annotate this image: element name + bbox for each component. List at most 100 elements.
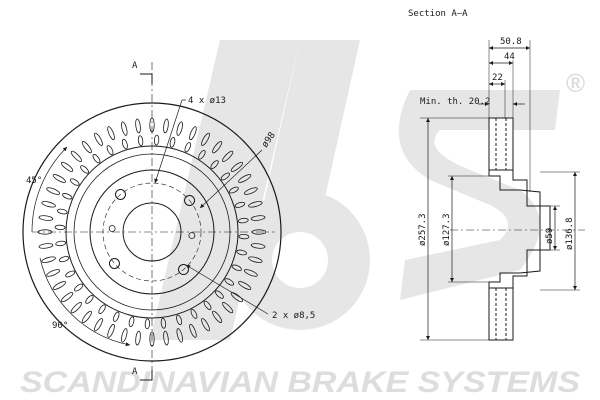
vent-slot: [113, 311, 120, 322]
vent-slot: [60, 292, 74, 303]
vent-slot: [243, 187, 258, 195]
hat-section: [89, 169, 215, 295]
vent-slot: [230, 161, 244, 172]
angle-90-label: 90°: [52, 321, 68, 331]
angle-45-label: 45°: [26, 176, 42, 186]
bolt-holes-label: 4 x ø13: [188, 96, 226, 106]
vent-slot: [149, 331, 155, 347]
registered-mark: ®: [566, 68, 585, 98]
small-holes-label: 2 x ø8,5: [272, 311, 315, 321]
ventilation-slots: [37, 117, 267, 347]
vent-slot: [52, 281, 66, 290]
vent-slot: [230, 292, 244, 303]
vent-slot: [92, 154, 101, 164]
vent-slot: [236, 249, 247, 256]
section-dimensions: [425, 45, 578, 340]
vent-slot: [128, 316, 135, 327]
vent-slot: [74, 283, 84, 292]
vent-slot: [85, 295, 94, 304]
vent-slot: [237, 217, 249, 224]
vent-slot: [54, 224, 66, 231]
vent-slot: [163, 118, 169, 134]
width-44-label: 44: [504, 52, 515, 62]
vent-slot: [38, 215, 54, 221]
vent-slot: [55, 240, 67, 247]
angle-arcs: [31, 146, 131, 347]
vent-slot: [137, 135, 144, 147]
vent-slot: [38, 243, 54, 249]
vent-slot: [144, 318, 151, 330]
vent-slot: [163, 330, 169, 346]
small-hole: [108, 225, 116, 232]
vent-slot: [135, 118, 141, 134]
vent-slot: [70, 150, 82, 162]
vent-slot: [41, 256, 56, 263]
vent-slot: [190, 308, 198, 319]
vent-slot: [224, 278, 235, 286]
vent-slot: [121, 138, 128, 150]
vent-slot: [250, 243, 266, 249]
vent-slot: [37, 229, 53, 235]
pcd-circle: [102, 182, 202, 282]
vent-slot: [220, 172, 230, 181]
section-marker-bottom: A: [132, 367, 138, 377]
vent-slot: [238, 281, 252, 290]
vent-slot: [234, 201, 246, 208]
vent-slot: [222, 150, 234, 162]
vent-slot: [176, 314, 183, 326]
vent-slot: [94, 318, 103, 332]
outer-diameter-label: ø257.3: [418, 213, 428, 246]
section-title: Section A–A: [408, 9, 468, 19]
vent-slot: [153, 134, 160, 146]
watermark-tagline: SCANDINAVIAN BRAKE SYSTEMS: [20, 366, 580, 399]
disc-outer-edge: [22, 102, 282, 362]
vent-slot: [62, 193, 73, 200]
vent-slot: [176, 328, 183, 343]
bolt-hole: [184, 195, 196, 207]
vent-slot: [184, 142, 191, 153]
vent-slot: [135, 330, 141, 346]
vent-slot: [65, 270, 76, 278]
vent-slot: [169, 137, 176, 148]
vent-slot: [107, 323, 115, 338]
vent-slot: [80, 165, 89, 174]
hat-outer-label: ø136.8: [565, 217, 575, 250]
bolt-holes: [108, 188, 196, 276]
vent-slot: [58, 256, 70, 263]
vent-slot: [248, 201, 263, 208]
section-markers: [140, 73, 153, 381]
vent-slot: [251, 229, 267, 235]
vent-slot: [94, 132, 103, 146]
section-marker-top: A: [132, 61, 138, 71]
vent-slot: [70, 302, 82, 314]
vent-slot: [121, 328, 128, 343]
vent-slot: [121, 121, 128, 136]
vent-slot: [238, 174, 252, 183]
min-thickness-label: Min. th. 20.2: [420, 97, 490, 107]
section-view: [420, 40, 585, 341]
vent-slot: [41, 201, 56, 208]
vent-slot: [212, 310, 223, 324]
vent-slot: [231, 264, 242, 271]
vent-slot: [176, 121, 183, 136]
vent-slot: [212, 140, 223, 154]
overall-width-label: 50.8: [500, 37, 522, 47]
vent-slot: [60, 161, 74, 172]
vent-slot: [210, 160, 219, 169]
center-bore: [122, 202, 182, 262]
vent-slot: [149, 117, 155, 133]
bolt-hole: [108, 257, 120, 269]
vent-slot: [189, 126, 197, 141]
center-bore-label: ø59: [545, 228, 555, 244]
vent-slot: [201, 318, 210, 332]
vent-slot: [228, 186, 239, 194]
vent-slot: [215, 290, 224, 299]
vent-slot: [222, 302, 234, 314]
bolt-hole: [115, 188, 127, 200]
vent-slot: [198, 149, 206, 160]
vent-slot: [160, 317, 167, 329]
leader-lines: [154, 99, 269, 315]
small-hole: [188, 232, 196, 239]
vent-slot: [98, 304, 106, 315]
